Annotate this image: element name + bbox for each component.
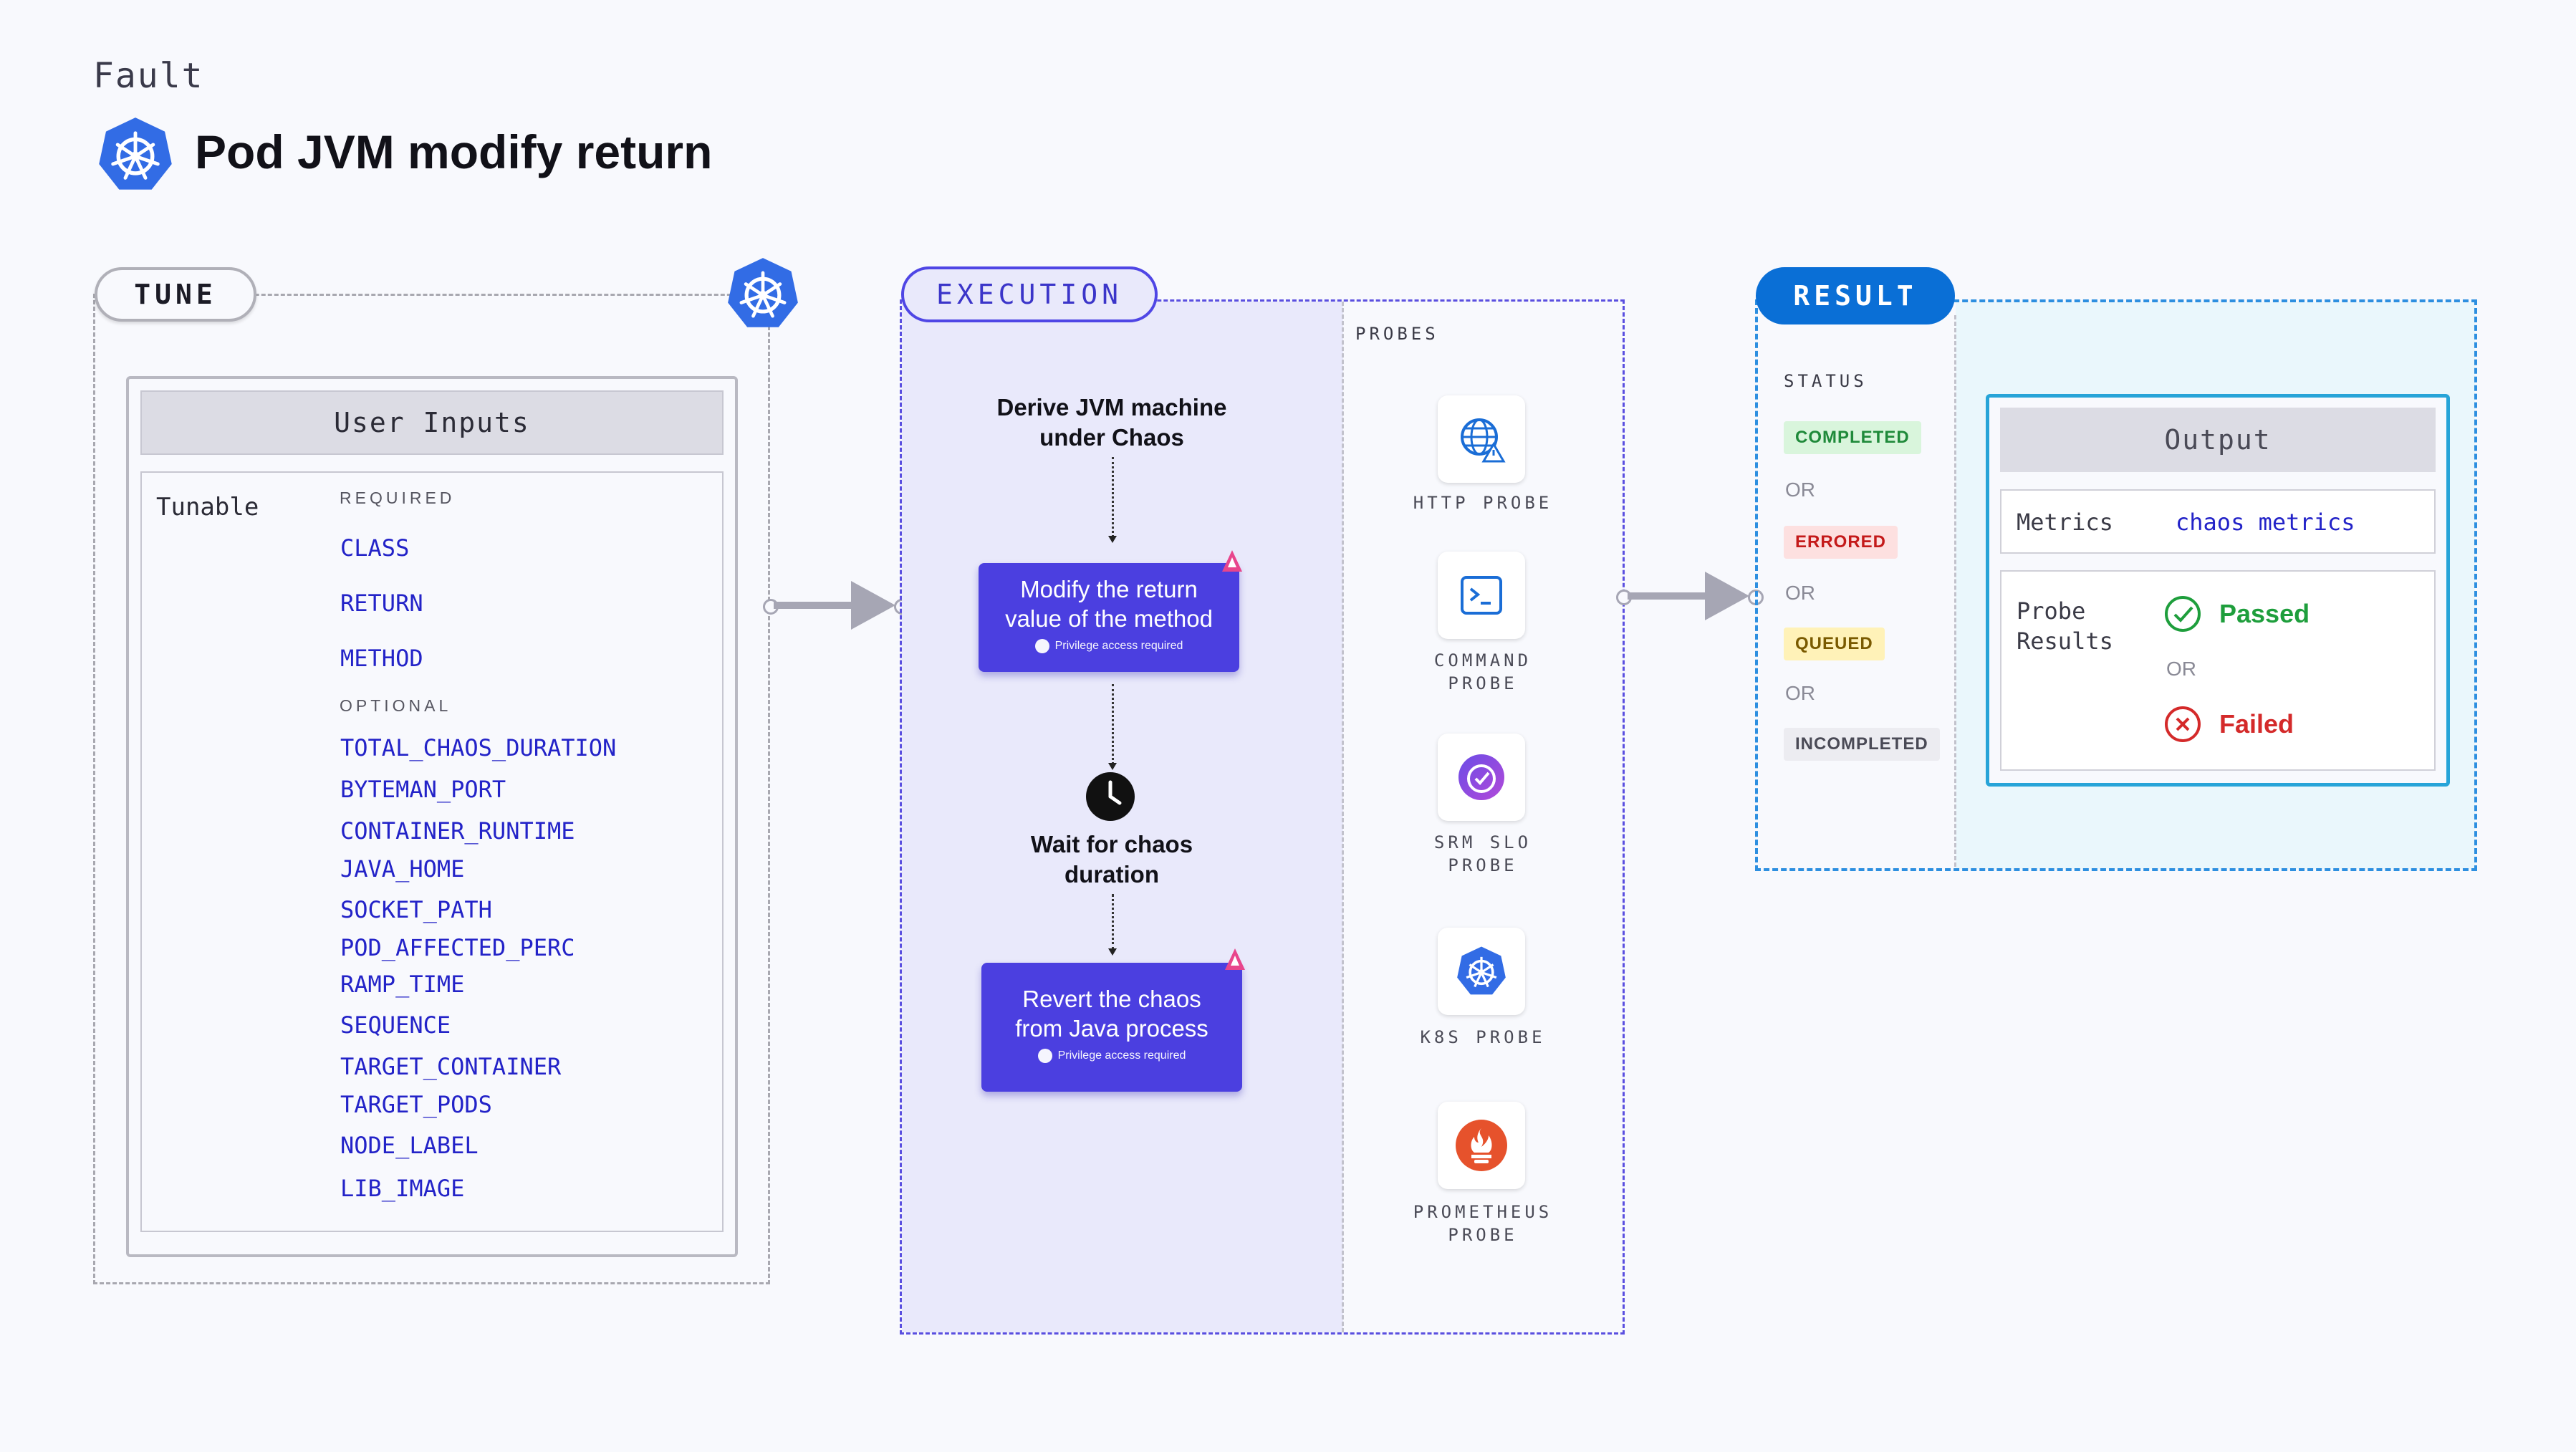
output-title: Output — [2000, 408, 2436, 472]
kubernetes-icon — [97, 116, 174, 193]
step-connector-head — [1108, 536, 1117, 543]
clock-icon — [1085, 771, 1135, 822]
param-ramp-time: RAMP_TIME — [340, 971, 465, 998]
step-connector-head — [1108, 763, 1117, 770]
chaos-badge-icon — [1221, 946, 1249, 974]
kubernetes-icon — [726, 256, 800, 331]
page-title: Pod JVM modify return — [195, 125, 713, 178]
probe-failed: Failed — [2219, 709, 2294, 739]
param-target-container: TARGET_CONTAINER — [340, 1053, 562, 1080]
privilege-note: Privilege access required — [981, 1049, 1242, 1063]
status-incompleted-badge: INCOMPLETED — [1784, 728, 1940, 761]
param-sequence: SEQUENCE — [340, 1011, 451, 1039]
fault-kicker: Fault — [93, 56, 204, 96]
param-socket-path: SOCKET_PATH — [340, 896, 492, 923]
terminal-icon — [1438, 552, 1525, 639]
status-label: STATUS — [1784, 371, 1868, 391]
param-lib-image: LIB_IMAGE — [340, 1175, 465, 1202]
slo-gauge-icon — [1438, 734, 1525, 821]
flow-arrow-head — [851, 581, 895, 630]
globe-warning-icon — [1438, 395, 1525, 483]
execution-pill: EXECUTION — [901, 266, 1158, 322]
or-text: OR — [1785, 682, 1815, 704]
param-node-label: NODE_LABEL — [340, 1132, 479, 1159]
prometheus-icon — [1438, 1102, 1525, 1189]
param-target-pods: TARGET_PODS — [340, 1091, 492, 1118]
result-pill: RESULT — [1756, 267, 1955, 324]
probe-prometheus-label: PROMETHEUS PROBE — [1413, 1202, 1553, 1245]
execution-section — [900, 299, 1625, 1335]
step-revert-chaos: Revert the chaos from Java process — [1015, 986, 1208, 1042]
tune-section — [93, 294, 770, 1284]
or-text: OR — [1785, 582, 1815, 604]
step-derive-jvm: Derive JVM machine under Chaos — [996, 394, 1227, 451]
probe-results-box — [2000, 570, 2436, 771]
flow-arrow — [774, 602, 852, 609]
param-byteman-port: BYTEMAN_PORT — [340, 776, 506, 803]
metrics-label: Metrics — [2017, 509, 2113, 536]
step-wait-duration: Wait for chaos duration — [1030, 831, 1193, 888]
step-connector — [1112, 894, 1114, 950]
tunable-label: Tunable — [156, 493, 259, 521]
lock-icon — [1037, 1049, 1052, 1063]
privilege-note-text: Privilege access required — [1054, 640, 1183, 652]
probe-passed: Passed — [2219, 599, 2310, 628]
check-circle-icon — [2163, 595, 2202, 633]
required-label: REQUIRED — [340, 489, 456, 507]
privilege-note-text: Privilege access required — [1057, 1049, 1186, 1062]
result-section — [1755, 299, 2477, 871]
metrics-value: chaos metrics — [2176, 509, 2355, 536]
x-circle-icon — [2163, 705, 2202, 744]
step-connector — [1112, 457, 1114, 537]
step-connector — [1112, 684, 1114, 764]
param-method: METHOD — [340, 645, 423, 672]
tune-pill: TUNE — [95, 267, 256, 322]
probe-results-label: Probe Results — [2017, 597, 2113, 655]
kubernetes-icon — [1438, 928, 1525, 1015]
probe-command-label: COMMAND PROBE — [1433, 650, 1532, 693]
step-modify-return: Modify the return value of the method — [1005, 576, 1213, 632]
execution-divider — [1342, 302, 1344, 1332]
probe-k8s-label: K8S PROBE — [1420, 1027, 1546, 1047]
privilege-note: Privilege access required — [979, 639, 1239, 653]
chaos-badge-icon — [1218, 547, 1246, 576]
param-java-home: JAVA_HOME — [340, 855, 465, 883]
flow-arrow — [1628, 592, 1706, 600]
flow-arrow-head — [1705, 572, 1749, 620]
probes-label: PROBES — [1355, 324, 1439, 344]
user-inputs-card — [126, 376, 738, 1257]
status-queued-badge: QUEUED — [1784, 628, 1885, 660]
param-pod-affected-perc: POD_AFFECTED_PERC — [340, 934, 575, 961]
status-errored-badge: ERRORED — [1784, 526, 1898, 559]
user-inputs-title: User Inputs — [140, 390, 724, 455]
result-divider — [1954, 315, 1956, 867]
step-modify-return-card: Modify the return value of the method Pr… — [979, 563, 1239, 672]
tunable-box — [140, 471, 724, 1232]
or-text: OR — [1785, 479, 1815, 501]
probe-http-label: HTTP PROBE — [1413, 493, 1553, 513]
param-class: CLASS — [340, 534, 410, 562]
step-revert-chaos-card: Revert the chaos from Java process Privi… — [981, 963, 1242, 1092]
param-return: RETURN — [340, 590, 423, 617]
metrics-row — [2000, 489, 2436, 554]
param-container-runtime: CONTAINER_RUNTIME — [340, 817, 575, 845]
lock-icon — [1034, 639, 1049, 653]
optional-label: OPTIONAL — [340, 696, 452, 715]
status-completed-badge: COMPLETED — [1784, 421, 1921, 454]
or-text: OR — [2166, 658, 2196, 680]
step-connector-head — [1108, 948, 1117, 956]
probe-srm-slo-label: SRM SLO PROBE — [1433, 832, 1532, 875]
param-total-chaos-duration: TOTAL_CHAOS_DURATION — [340, 734, 617, 761]
